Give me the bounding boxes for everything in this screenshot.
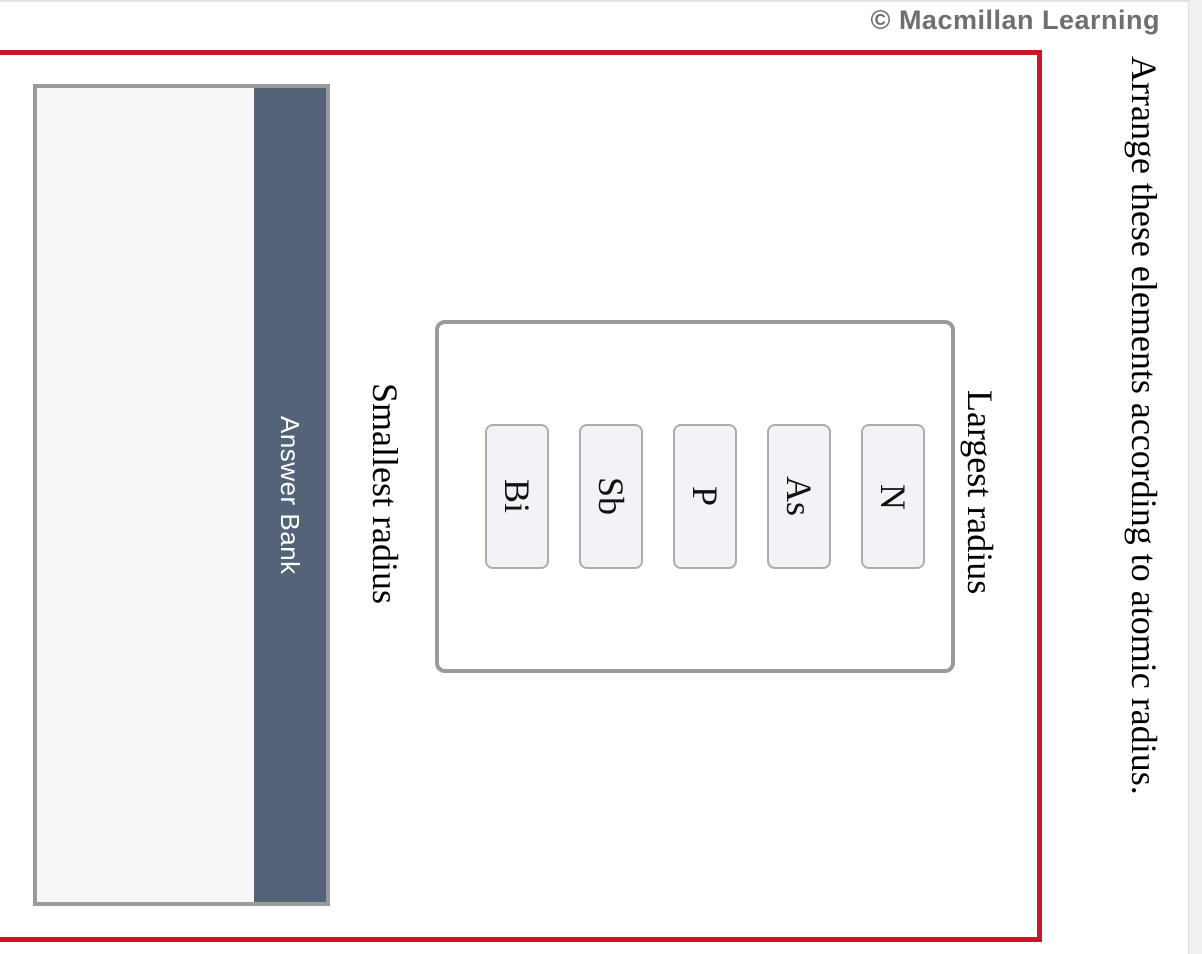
largest-radius-label: Largest radius: [960, 390, 1000, 595]
ranking-dropzone[interactable]: Bi Sb P As N: [435, 320, 955, 673]
smallest-radius-label: Smallest radius: [365, 383, 405, 604]
element-symbol: Sb: [591, 477, 631, 516]
element-tile[interactable]: Bi: [485, 424, 549, 569]
active-question-highlight: [0, 50, 1042, 942]
answer-bank-dropzone[interactable]: Answer Bank: [33, 84, 330, 906]
element-tile[interactable]: N: [861, 424, 925, 569]
element-symbol: P: [685, 486, 725, 507]
answer-bank-header: Answer Bank: [254, 88, 326, 902]
element-symbol: As: [779, 476, 819, 517]
question-text: Arrange these elements according to atom…: [1124, 56, 1164, 795]
answer-bank-label: Answer Bank: [275, 415, 305, 575]
element-symbol: Bi: [497, 479, 537, 514]
element-tile[interactable]: As: [767, 424, 831, 569]
copyright-text: © Macmillan Learning: [870, 5, 1160, 35]
element-tile[interactable]: P: [673, 424, 737, 569]
top-divider: [0, 0, 1202, 2]
element-symbol: N: [873, 483, 913, 510]
element-tile[interactable]: Sb: [579, 424, 643, 569]
scrollbar-track[interactable]: [1188, 0, 1202, 954]
